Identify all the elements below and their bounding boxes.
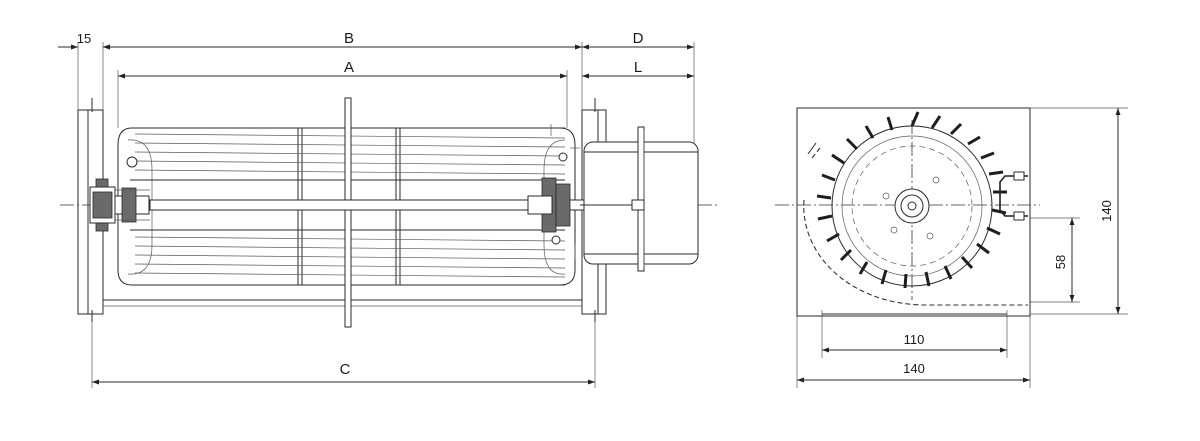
side-view: 15 B D A L C xyxy=(58,30,718,388)
right-bearing xyxy=(527,124,580,260)
dim-label-a: A xyxy=(344,59,354,76)
dim-label-height-140: 140 xyxy=(1099,200,1114,222)
motor-flange xyxy=(637,126,645,272)
dim-label-c: C xyxy=(340,361,351,378)
dim-label-58: 58 xyxy=(1053,255,1068,269)
motor xyxy=(580,126,699,272)
dim-label-d: D xyxy=(633,30,644,47)
center-divider-plate xyxy=(344,97,352,328)
dim-label-b: B xyxy=(344,30,354,47)
dim-label-15: 15 xyxy=(77,31,91,46)
dim-label-width-140: 140 xyxy=(903,361,925,376)
terminal-bracket xyxy=(999,171,1028,221)
volute-dashed-outline xyxy=(803,199,1028,306)
dim-label-110: 110 xyxy=(904,332,925,347)
impeller-wheel xyxy=(816,111,1007,289)
shaft xyxy=(149,199,591,211)
end-housing-outline xyxy=(796,107,1031,317)
dim-label-l: L xyxy=(634,59,642,76)
end-view: 140 58 110 140 xyxy=(775,107,1128,388)
left-bearing xyxy=(89,156,150,232)
